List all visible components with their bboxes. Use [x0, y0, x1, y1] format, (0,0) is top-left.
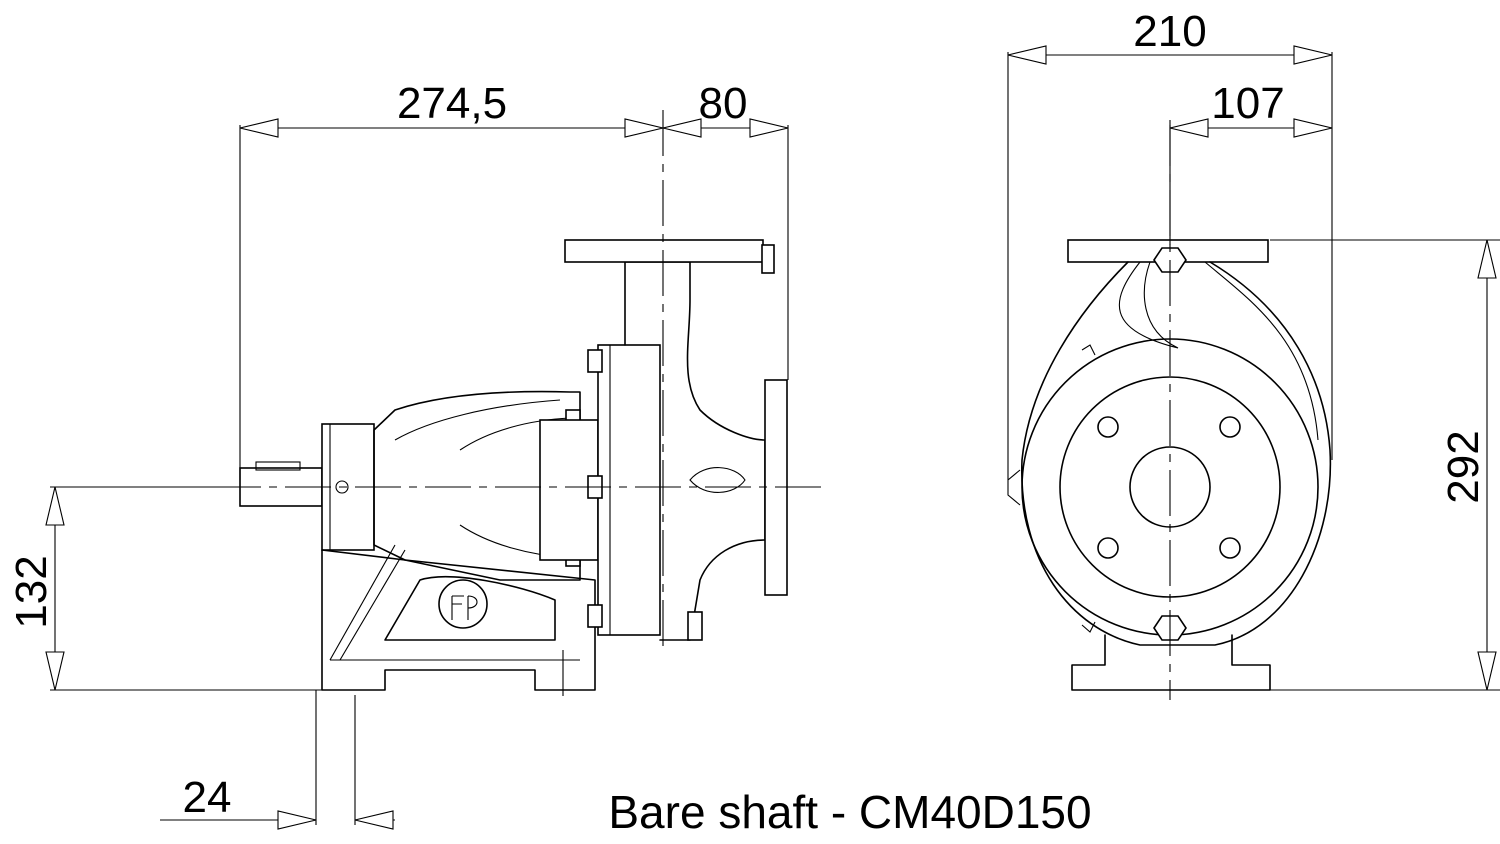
- front-volute-outline: [1021, 261, 1332, 646]
- bracket-window: [384, 575, 556, 641]
- front-view: [1007, 120, 1332, 700]
- drawing-title: Bare shaft - CM40D150: [608, 786, 1091, 838]
- front-foot: [1071, 634, 1271, 691]
- dimension-lines: [45, 45, 1500, 830]
- fp-logo-icon: [438, 579, 488, 629]
- dim-132-label: 132: [7, 555, 56, 628]
- bolt: [587, 349, 603, 373]
- shaft-key: [255, 461, 301, 471]
- discharge-flange: [564, 239, 764, 263]
- casing-flange-plate: [597, 344, 661, 636]
- dim-210-label: 210: [1133, 7, 1206, 56]
- dim-107-label: 107: [1211, 79, 1284, 128]
- bolt: [687, 611, 703, 641]
- bolt: [761, 244, 775, 274]
- bearing-bracket: [373, 390, 581, 581]
- dim-292-label: 292: [1439, 430, 1488, 503]
- dim-274-5-label: 274,5: [397, 79, 507, 128]
- dim-24-label: 24: [183, 773, 232, 822]
- bolt: [587, 604, 603, 628]
- support-frame: [321, 549, 596, 691]
- side-view: [215, 110, 828, 700]
- dim-80-label: 80: [699, 79, 748, 128]
